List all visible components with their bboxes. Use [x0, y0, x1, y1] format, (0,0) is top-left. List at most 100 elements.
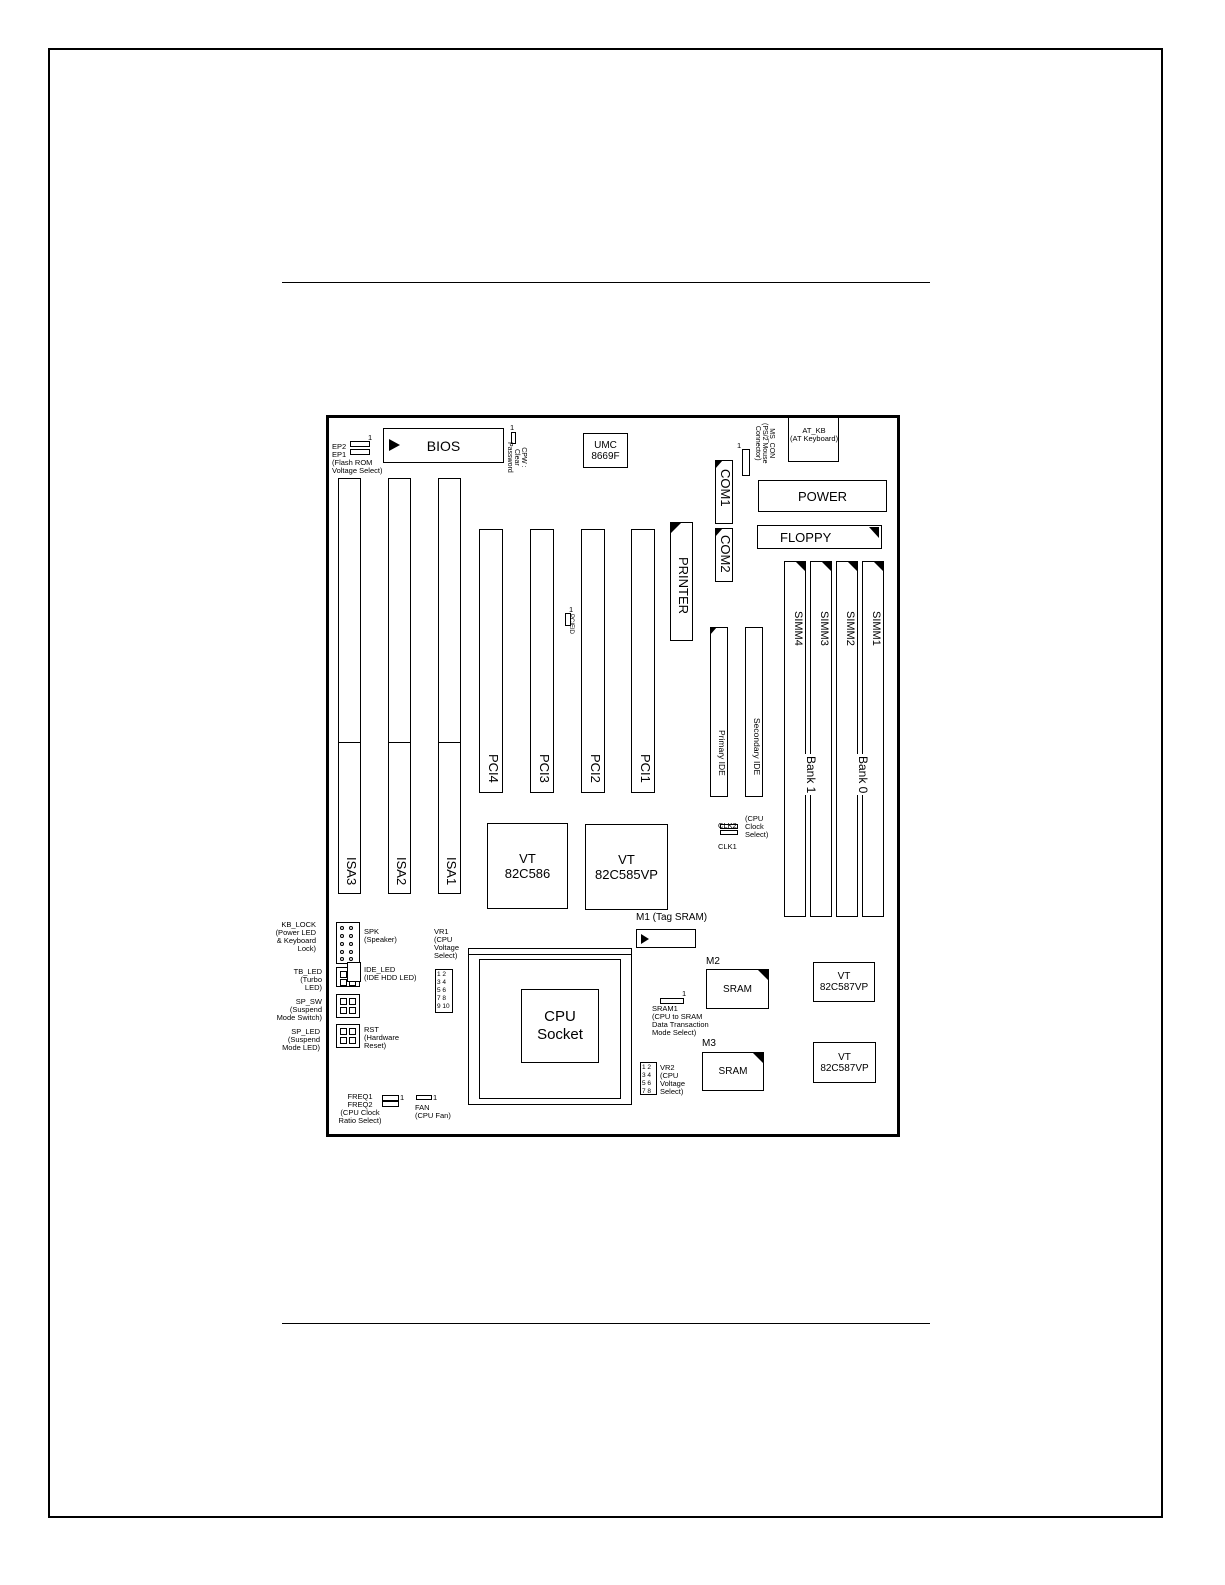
com1-connector: COM1 [715, 460, 733, 524]
vt82c587vp-chip-2: VT 82C587VP [813, 1042, 876, 1083]
umc-label: UMC 8669F [591, 439, 620, 462]
printer-connector: PRINTER [670, 522, 693, 641]
com1-pin1-marker [715, 460, 723, 469]
rst-label: RST (Hardware Reset) [364, 1025, 400, 1050]
pcieid-pin1-label: 1 [569, 605, 574, 614]
ms-con-pin1-label: 1 [737, 441, 742, 450]
vt82c585vp-label: VT 82C585VP [595, 852, 658, 882]
pcieid-jumper [565, 613, 571, 626]
kb-lock-header [336, 922, 360, 964]
ep-pin1-label: 1 [368, 433, 373, 442]
vr1-jumper: 1 2 3 4 5 6 7 8 9 10 [435, 969, 453, 1013]
ep1-jumper [350, 449, 370, 455]
com2-pin1-marker [715, 528, 723, 537]
primary-ide-label: Primary IDE [717, 730, 727, 776]
floppy-label: FLOPPY [780, 529, 832, 545]
cpw-label-wrap: CPW : Clear Password [506, 442, 549, 478]
power-label: POWER [797, 488, 848, 504]
vt82c586-label: VT 82C586 [504, 851, 551, 881]
ms-con-label: MS_CON (PS/2 Mouse Connector) [754, 423, 775, 464]
secondary-ide-label: Secondary IDE [752, 718, 762, 776]
m2-sram-label: SRAM [723, 983, 752, 995]
m2-label: M2 [706, 956, 720, 967]
bank1-label: Bank 1 [804, 754, 818, 796]
isa2-divider [389, 742, 410, 743]
motherboard-diagram: 1 EP2 EP1 (Flash ROM Voltage Select) BIO… [326, 415, 900, 1137]
fan-pin1-label: 1 [433, 1093, 438, 1102]
m1-pin1-marker [641, 934, 649, 944]
m3-label: M3 [702, 1038, 716, 1049]
primary-ide-pin1-marker [710, 627, 717, 635]
tb-led-label: TB_LED (Turbo LED) [293, 967, 322, 992]
vt82c587vp-label-1: VT 82C587VP [819, 971, 869, 993]
sp-led-rst-header [336, 1024, 360, 1048]
cpu-socket-label: CPU Socket [537, 1008, 583, 1043]
at-kb-connector: AT_KB (AT Keyboard) [788, 418, 839, 462]
isa3-slot: ISA3 [338, 478, 361, 894]
com1-label: COM1 [718, 469, 733, 507]
bios-chip: BIOS [383, 428, 504, 463]
simm4-pin1-marker [795, 561, 805, 571]
fan-label: FAN (CPU Fan) [415, 1103, 451, 1120]
isa1-label: ISA1 [444, 857, 459, 886]
vt82c585vp-chip: VT 82C585VP [585, 824, 668, 910]
pcieid-label: PCIEID [568, 614, 574, 635]
pci2-label: PCI2 [588, 754, 603, 783]
m1-label: M1 (Tag SRAM) [636, 912, 708, 923]
isa1-divider [439, 742, 460, 743]
simm4-slot: SIMM4 [784, 561, 806, 917]
ide-led-label: IDE_LED (IDE HDD LED) [364, 965, 417, 982]
cpu-socket-lever [469, 949, 631, 955]
sp-sw-label: SP_SW (Suspend Mode Switch) [276, 997, 322, 1022]
kb-lock-label: KB_LOCK (Power LED & Keyboard Lock) [275, 920, 316, 953]
ep2-jumper [350, 441, 370, 447]
simm1-pin1-marker [873, 561, 883, 571]
clk-desc-label: (CPU Clock Select) [745, 814, 769, 839]
freq2-jumper [382, 1101, 399, 1107]
simm2-label: SIMM2 [844, 611, 856, 646]
ms-con-label-wrap: MS_CON (PS/2 Mouse Connector) [749, 423, 779, 463]
printer-pin1-marker [671, 523, 681, 533]
pci2-slot: PCI2 [581, 529, 605, 793]
vt82c587vp-label-2: VT 82C587VP [820, 1051, 869, 1074]
m3-pin1-marker [753, 1053, 763, 1063]
isa3-divider [339, 742, 360, 743]
fan-connector [416, 1095, 432, 1100]
primary-ide-connector: Primary IDE [710, 627, 728, 797]
ide-led-header [347, 962, 361, 982]
com2-label: COM2 [718, 535, 733, 573]
top-rule [282, 282, 930, 283]
isa2-slot: ISA2 [388, 478, 411, 894]
cpw-jumper [511, 432, 516, 444]
freq-pin1-label: 1 [400, 1093, 405, 1102]
clk1-jumper [720, 830, 738, 835]
simm2-slot: SIMM2 [836, 561, 858, 917]
simm3-pin1-marker [821, 561, 831, 571]
power-connector: POWER [758, 480, 887, 512]
pci3-slot: PCI3 [530, 529, 554, 793]
cpu-socket: CPU Socket [468, 948, 632, 1105]
at-kb-label: AT_KB (AT Keyboard) [790, 426, 839, 443]
vr1-label: VR1 (CPU Voltage Select) [434, 927, 460, 960]
printer-label: PRINTER [676, 557, 691, 615]
pci4-label: PCI4 [486, 754, 501, 783]
cpw-label: CPW : Clear Password [506, 442, 527, 473]
m3-sram-label: SRAM [718, 1066, 748, 1077]
cpu-socket-center: CPU Socket [521, 989, 599, 1063]
floppy-connector: FLOPPY [757, 525, 882, 549]
umc-chip: UMC 8669F [583, 433, 628, 468]
simm3-slot: SIMM3 [810, 561, 832, 917]
simm1-label: SIMM1 [870, 611, 882, 646]
pci1-label: PCI1 [638, 754, 653, 783]
floppy-pin1-marker [869, 527, 879, 538]
clk-label: CLK2 CLK1 [718, 821, 737, 851]
simm4-label: SIMM4 [792, 611, 804, 646]
m2-pin1-marker [758, 970, 768, 980]
vr2-label: VR2 (CPU Voltage Select) [660, 1063, 686, 1096]
sram1-jumper [660, 998, 684, 1004]
isa1-slot: ISA1 [438, 478, 461, 894]
vr2-pin-numbers: 1 2 3 4 5 6 7 8 [642, 1064, 652, 1095]
freq1-jumper [382, 1095, 399, 1101]
vr2-jumper: 1 2 3 4 5 6 7 8 [640, 1062, 657, 1095]
com2-connector: COM2 [715, 528, 733, 582]
